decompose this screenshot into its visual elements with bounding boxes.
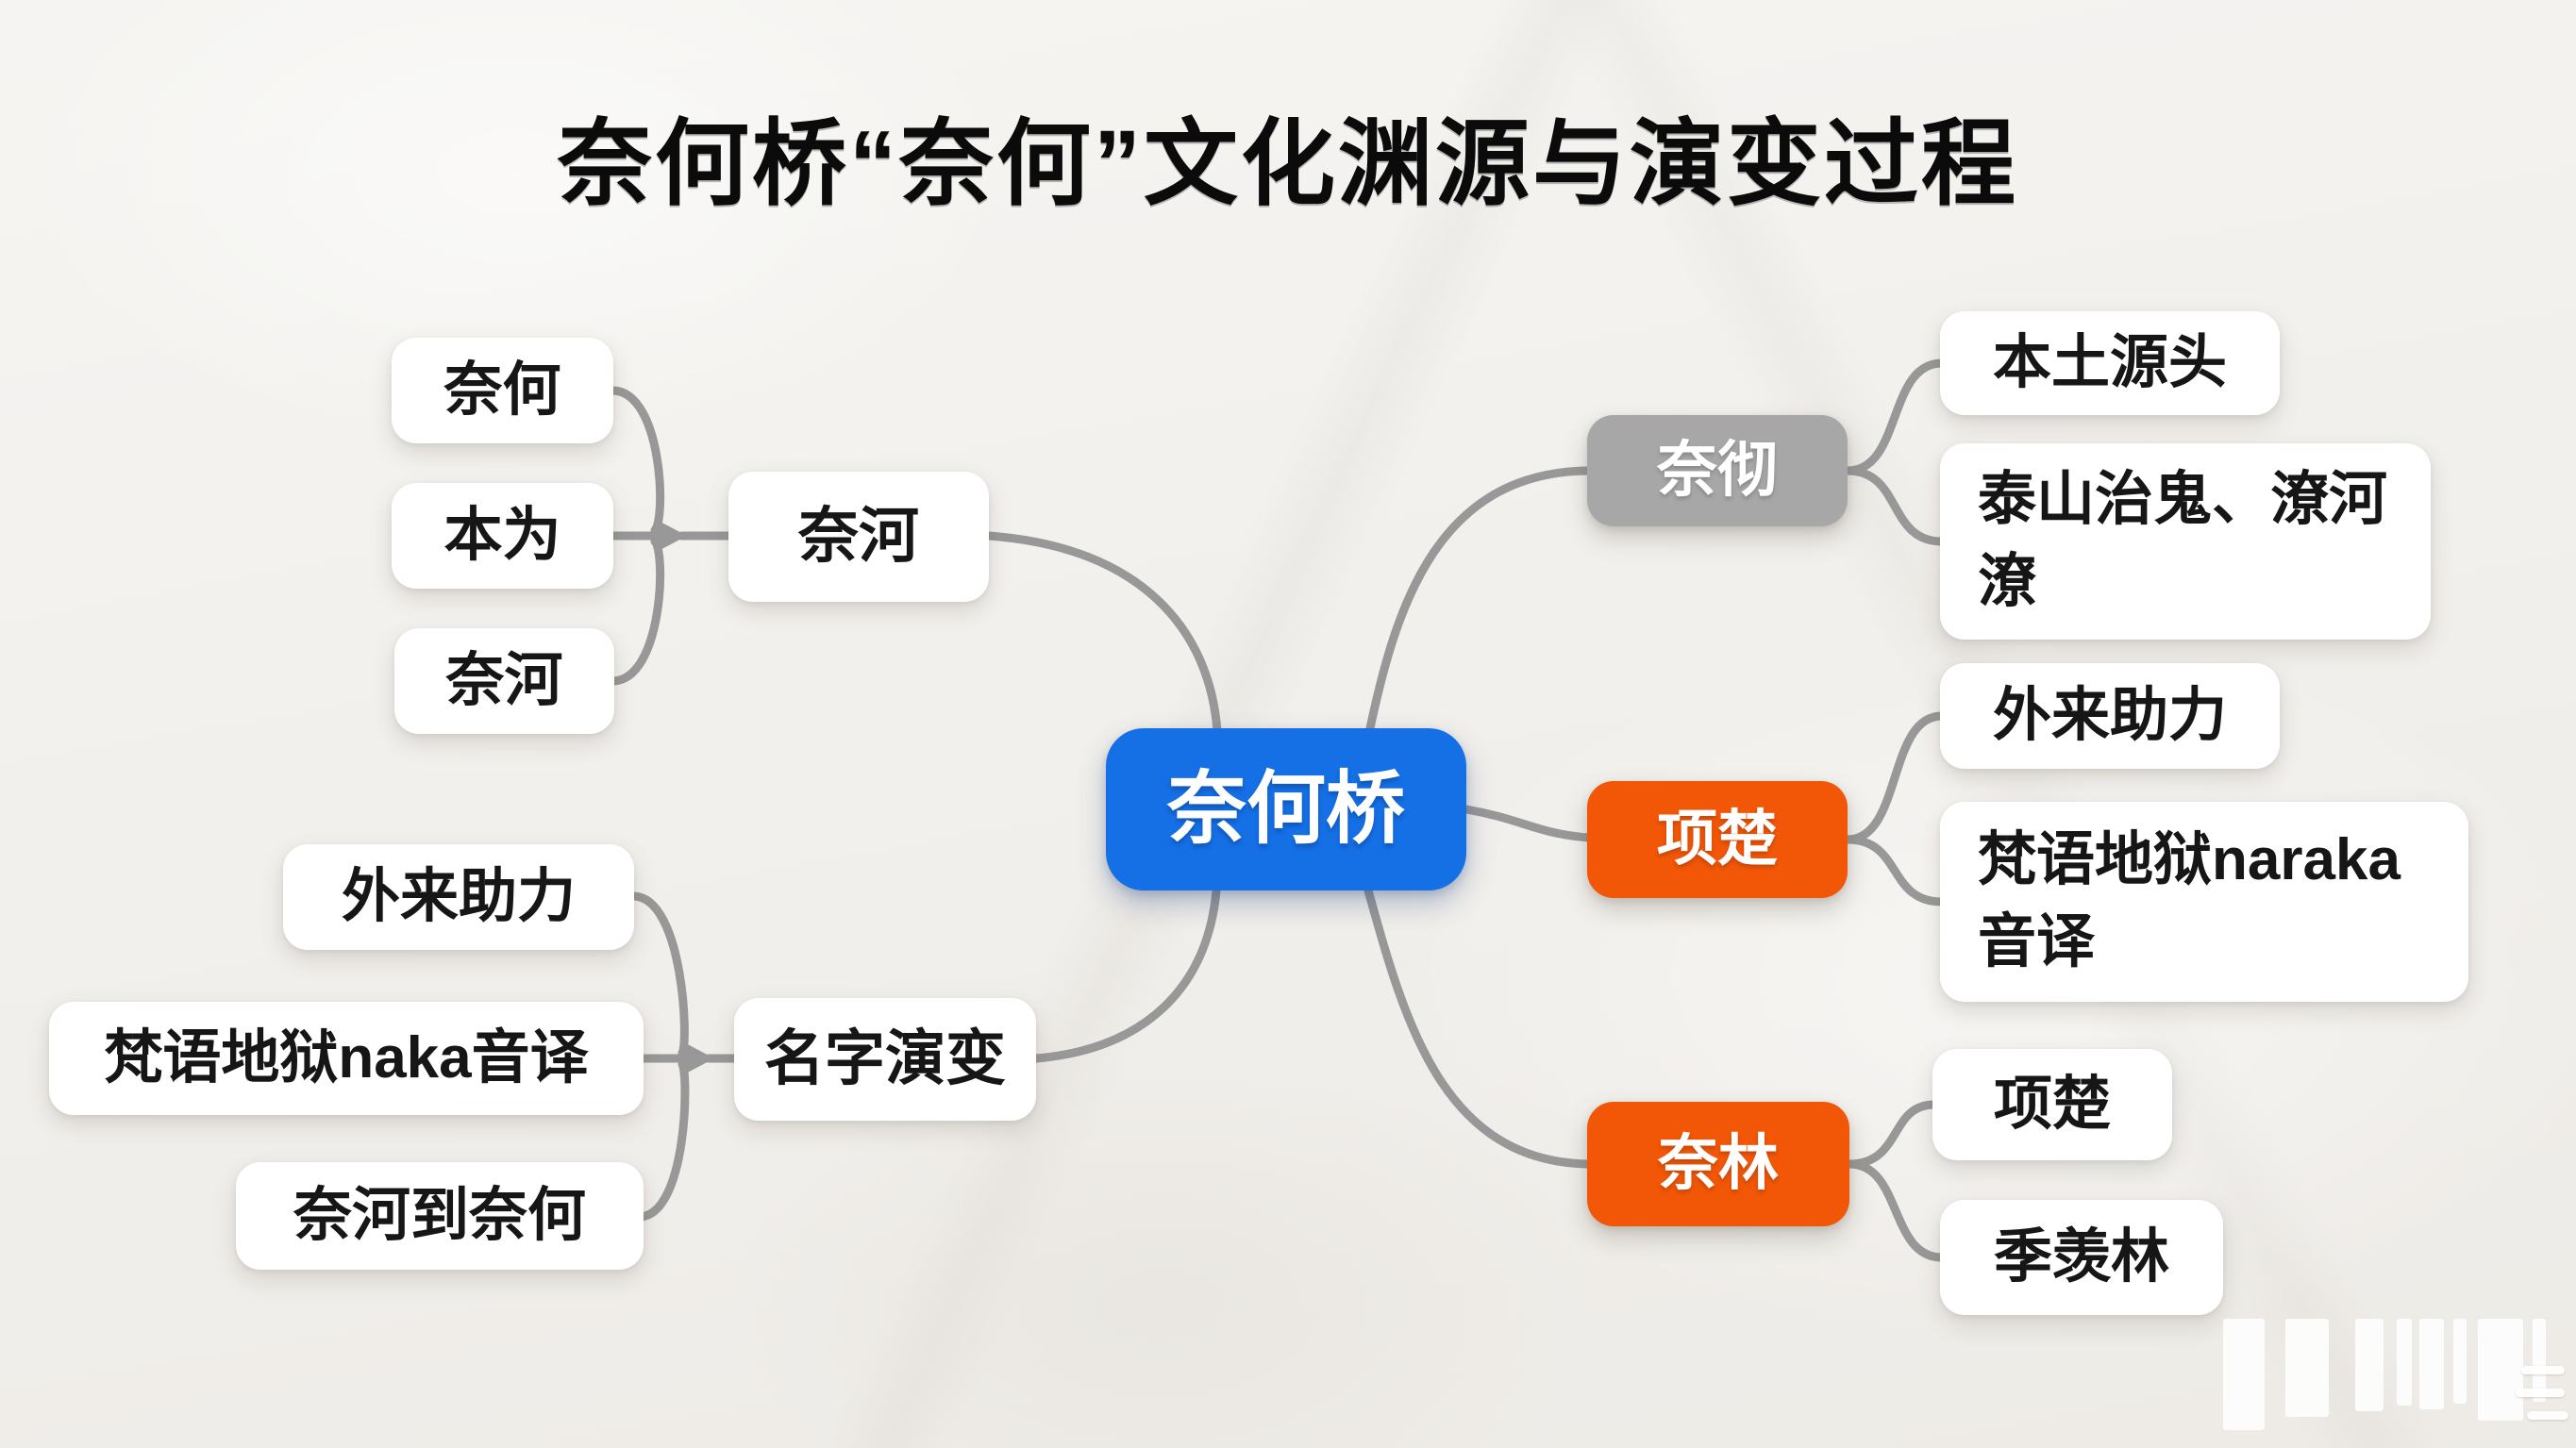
- wire-naihedao-to-hub2: [635, 1059, 690, 1222]
- wire-center-to-xiangchu: [1462, 805, 1594, 842]
- wire-gray-down: [1843, 466, 1947, 546]
- center-node: 奈何桥: [1106, 728, 1466, 890]
- right-branch-3: 奈林: [1587, 1102, 1849, 1226]
- wire-xiangchu-up: [1843, 711, 1947, 844]
- page-title: 奈何桥“奈何”文化渊源与演变过程: [558, 111, 2018, 217]
- wire-gray-up: [1843, 358, 1947, 475]
- left-child-1-2: 本为: [392, 483, 613, 589]
- wire-naihe-to-hub: [609, 386, 665, 535]
- left-child-2-1: 外来助力: [283, 844, 634, 950]
- wire-nailin-up: [1845, 1100, 1939, 1169]
- wire-hub1-to-center: [984, 531, 1222, 736]
- left-hub-1: 奈河: [728, 472, 989, 602]
- wire-naihe2-to-hub: [609, 537, 665, 686]
- left-hub-2: 名字演变: [734, 998, 1036, 1121]
- wire-center-to-gray: [1365, 466, 1594, 733]
- right-child-2-2: 梵语地狱naraka音译: [1940, 802, 2468, 1002]
- right-branch-2: 项楚: [1587, 781, 1848, 898]
- wire-hub2-to-center: [1031, 886, 1221, 1063]
- right-branch-1: 奈彻: [1587, 415, 1848, 526]
- arrowhead-group1: [655, 519, 687, 553]
- left-child-1-3: 奈河: [394, 628, 614, 734]
- arrowhead-group2: [682, 1041, 714, 1075]
- left-child-2-2: 梵语地狱naka音译: [49, 1002, 644, 1115]
- right-child-2-1: 外来助力: [1940, 663, 2280, 769]
- wire-nailin-down: [1845, 1159, 1947, 1262]
- watermark-erased-blocks: [2216, 1319, 2576, 1448]
- wire-xiangchu-down: [1843, 835, 1947, 907]
- right-child-1-1: 本土源头: [1940, 311, 2280, 415]
- left-child-1-1: 奈何: [392, 338, 613, 443]
- wire-center-to-nailin: [1363, 886, 1594, 1169]
- right-child-1-2: 泰山治鬼、潦河潦: [1940, 443, 2431, 640]
- right-child-3-1: 项楚: [1932, 1049, 2172, 1160]
- left-child-2-3: 奈河到奈何: [236, 1162, 644, 1270]
- right-child-3-2: 季羡林: [1940, 1200, 2223, 1315]
